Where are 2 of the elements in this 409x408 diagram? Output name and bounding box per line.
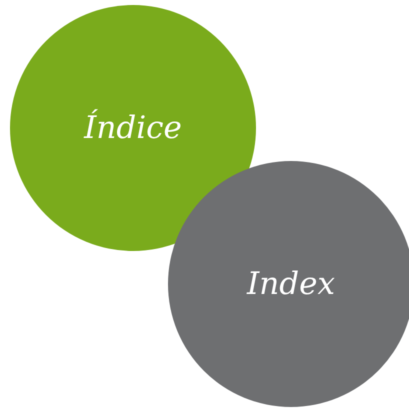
circle-label: Index [247,266,335,302]
circle-label: Índice [84,110,182,146]
